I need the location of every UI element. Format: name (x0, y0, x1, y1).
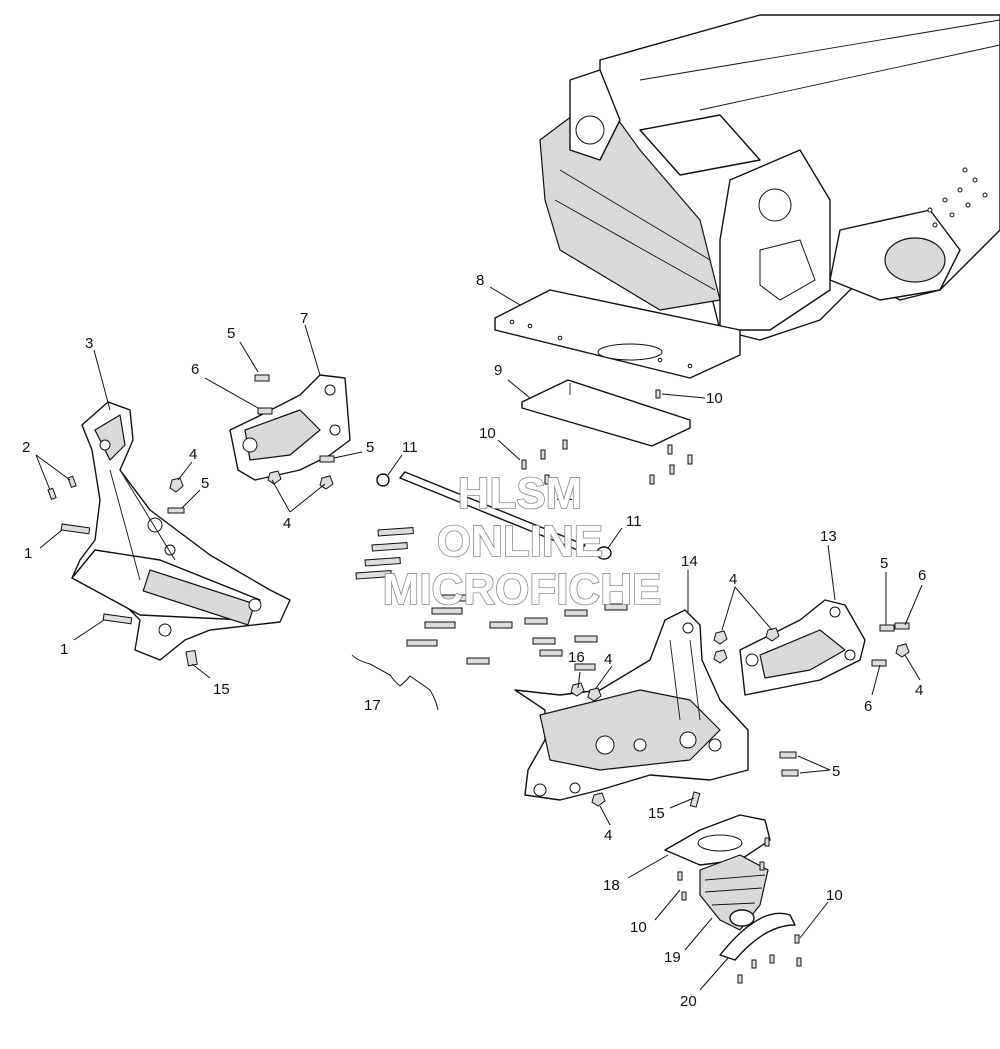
callout-11b: 11 (626, 513, 642, 530)
part-17-bolt-set (351, 527, 628, 711)
callout-5c: 5 (366, 439, 374, 456)
callout-9: 9 (494, 362, 502, 379)
part-7-upper-mount (229, 374, 351, 490)
tunnel-holes (927, 167, 988, 228)
part-18-boot-flange (664, 814, 771, 866)
watermark: HLSM ONLINE MICROFICHE (382, 468, 662, 615)
callout-5d: 5 (880, 555, 888, 572)
part-13-right-mount (713, 599, 910, 696)
left-bracket-bolts (47, 475, 198, 667)
callout-18: 18 (603, 877, 620, 894)
watermark-line-1: HLSM (458, 469, 583, 518)
callout-15b: 15 (648, 805, 665, 822)
callout-4b: 4 (283, 515, 291, 532)
callout-3: 3 (85, 335, 93, 352)
callout-10c: 10 (630, 919, 647, 936)
leader-lines (35, 286, 923, 991)
callout-19: 19 (664, 949, 681, 966)
part-3-left-bracket (71, 401, 291, 661)
callout-16: 16 (568, 649, 585, 666)
callout-8: 8 (476, 272, 484, 289)
callout-17: 17 (364, 697, 381, 714)
chassis-tunnel (539, 14, 1000, 341)
boot-screws (677, 837, 802, 984)
callout-7: 7 (300, 310, 308, 327)
callout-6b: 6 (918, 567, 926, 584)
right-bracket-fasteners (570, 682, 799, 808)
callout-10d: 10 (826, 887, 843, 904)
callout-10a: 10 (706, 390, 723, 407)
callout-6c: 6 (864, 698, 872, 715)
callout-5a: 5 (201, 475, 209, 492)
callout-1a: 1 (24, 545, 32, 562)
callout-5b: 5 (227, 325, 235, 342)
callout-4a: 4 (189, 446, 197, 463)
screws-10-group (521, 389, 693, 485)
part-9-plate (521, 379, 691, 447)
part-12-shaft (376, 471, 612, 560)
callout-10b: 10 (479, 425, 496, 442)
watermark-line-2: ONLINE (437, 517, 603, 566)
part-14-right-bracket (514, 609, 749, 801)
callout-4c: 4 (729, 571, 737, 588)
watermark-line-3: MICROFICHE (383, 565, 662, 614)
callout-11a: 11 (402, 439, 418, 456)
callout-14: 14 (681, 553, 698, 570)
callout-13: 13 (820, 528, 837, 545)
callout-1b: 1 (60, 641, 68, 658)
callout-6a: 6 (191, 361, 199, 378)
callout-2: 2 (22, 439, 30, 456)
callout-4f: 4 (604, 827, 612, 844)
callout-4d: 4 (915, 682, 923, 699)
part-8-skid-plate (494, 289, 741, 379)
callout-labels: 1 1 2 3 4 5 5 6 7 5 4 15 8 9 10 10 11 12… (22, 272, 926, 1010)
callout-12: 12 (556, 487, 573, 504)
part-20-retainer-ring (719, 912, 796, 961)
callout-15a: 15 (213, 681, 230, 698)
part-19-boot (699, 854, 769, 931)
callout-20: 20 (680, 993, 697, 1010)
callout-5e: 5 (832, 763, 840, 780)
callout-4e: 4 (604, 651, 612, 668)
